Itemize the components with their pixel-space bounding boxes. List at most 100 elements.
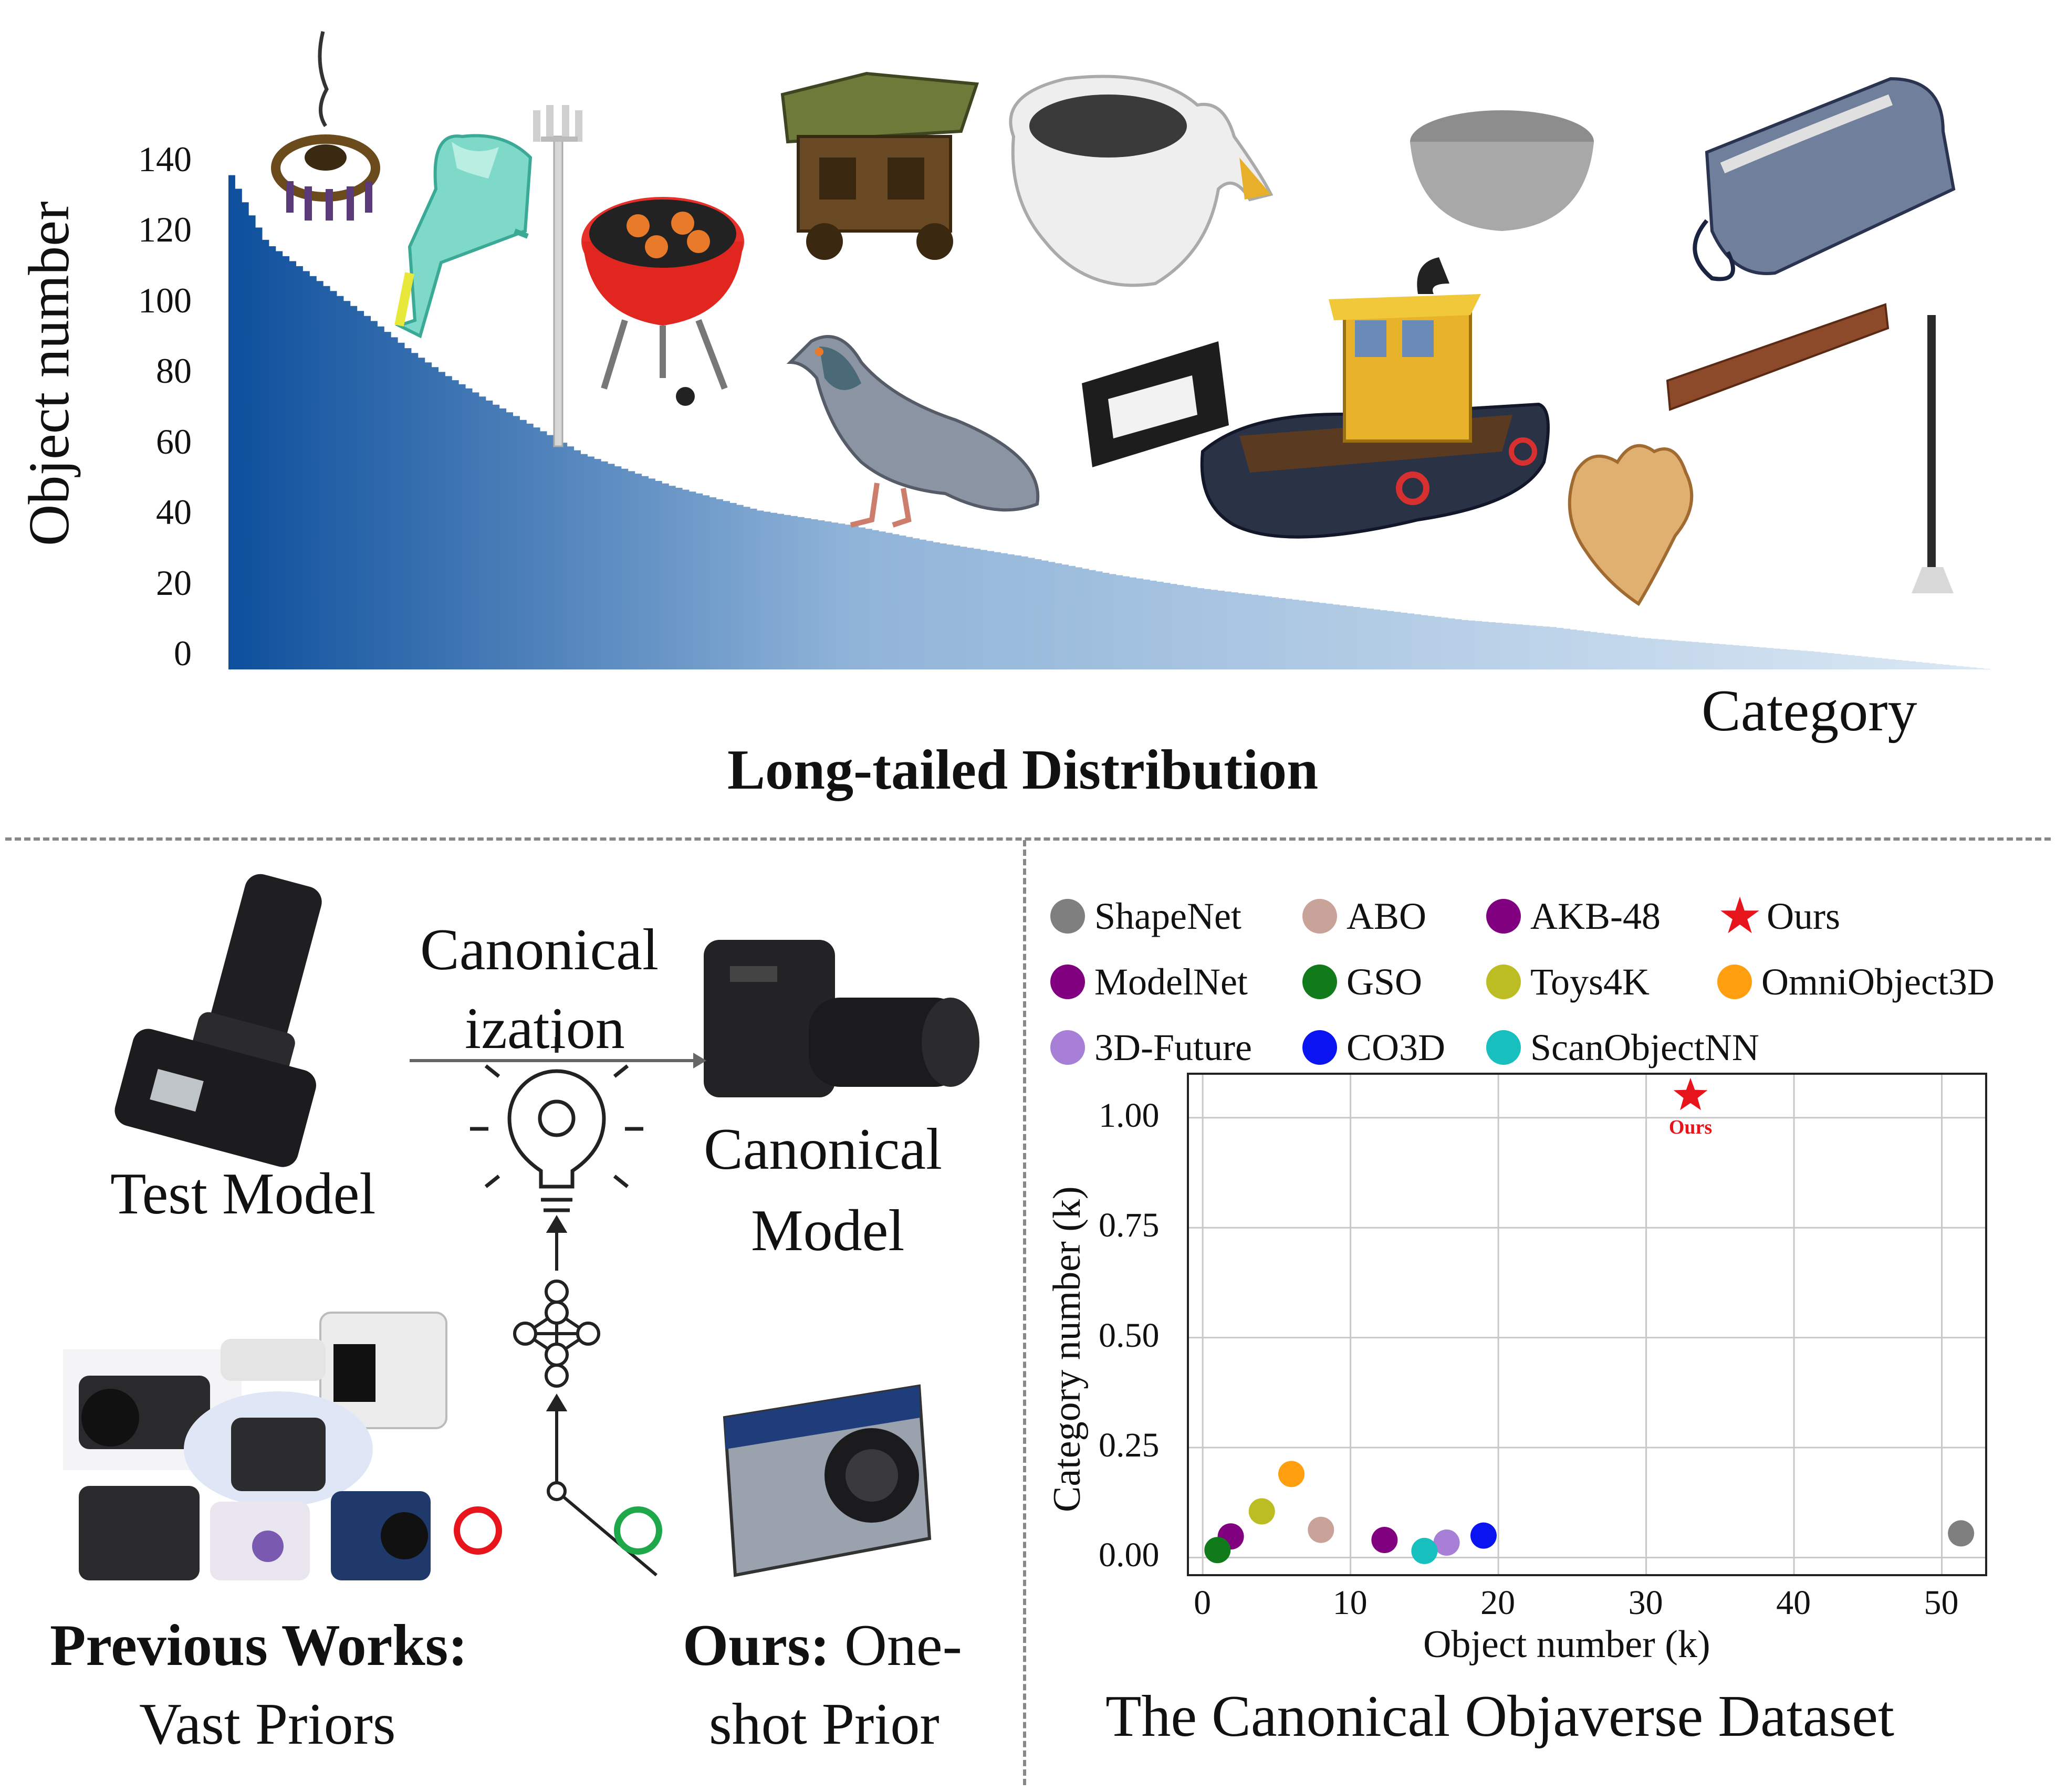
one-shot-camera-icon [723, 1384, 932, 1577]
chart-title: Long-tailed Distribution [727, 739, 1319, 801]
legend-marker [1302, 965, 1337, 999]
ginger-icon [1568, 444, 1694, 606]
x-tick-label: 40 [1776, 1584, 1811, 1622]
scatter-point [1470, 1522, 1497, 1549]
scatter-point-label: Ours [1669, 1116, 1712, 1138]
legend-item: CO3D [1302, 1024, 1445, 1071]
stone-bowl-icon [1410, 110, 1594, 231]
horizontal-divider [5, 837, 2051, 841]
y-tick-label: 120 [138, 209, 192, 250]
y-tick-label: 80 [156, 351, 192, 391]
scatter-plot-frame [1187, 1073, 1987, 1576]
x-tick-label: 30 [1628, 1584, 1663, 1622]
legend-marker [1486, 899, 1521, 934]
legend-marker [1486, 965, 1521, 999]
legend-item: 3D-Future [1050, 1024, 1252, 1071]
scatter-point [1278, 1461, 1305, 1487]
legend-label: 3D-Future [1094, 1026, 1252, 1068]
legend-item: ModelNet [1050, 958, 1248, 1005]
scatter-point [1308, 1516, 1334, 1543]
legend-marker [1302, 1030, 1337, 1065]
y-tick-label: 40 [156, 492, 192, 532]
scatter-point [1204, 1537, 1231, 1564]
ours-subtitle-2: shot Prior [709, 1692, 940, 1757]
y-tick-label: 0.25 [1099, 1426, 1160, 1465]
test-model-camera-icon [114, 874, 322, 1167]
tugboat-icon [1200, 257, 1550, 539]
legend-label: CO3D [1347, 1026, 1446, 1068]
legend-label: ModelNet [1094, 960, 1248, 1003]
ours-subtitle-1: One- [830, 1613, 962, 1678]
chandelier-icon [271, 31, 380, 221]
y-tick-label: 20 [156, 562, 192, 603]
canonical-model-camera-icon [704, 940, 979, 1097]
legend-item: GSO [1302, 958, 1422, 1005]
scatter-point-ours [1673, 1077, 1708, 1110]
scatter-point [1948, 1520, 1975, 1547]
legend-item: ★Ours [1717, 888, 1841, 944]
y-tick-label: 0.75 [1099, 1206, 1160, 1245]
legend-label: ShapeNet [1094, 895, 1241, 937]
previous-works-subtitle: Vast Priors [139, 1692, 396, 1757]
legend-label: Ours [1767, 895, 1841, 937]
long-tailed-chart [228, 31, 1990, 670]
pigeon-icon [786, 335, 1040, 528]
wooden-beam-icon [1666, 303, 1890, 411]
legend-item: OmniObject3D [1717, 958, 1995, 1005]
hoodie-icon [394, 134, 533, 339]
star-icon: ★ [1717, 888, 1763, 944]
green-circle-icon [614, 1506, 662, 1555]
red-circle-icon [454, 1506, 502, 1555]
grill-icon [581, 197, 744, 406]
canonicalization-label-1: Canonical [420, 917, 659, 982]
y-tick-label: 0.00 [1099, 1536, 1160, 1575]
antenna-tower-icon [533, 105, 582, 447]
pencil-case-icon [1693, 77, 1956, 281]
vhs-tape-icon [1082, 341, 1229, 467]
test-model-label: Test Model [110, 1161, 376, 1227]
canonical-model-label-1: Canonical [704, 1117, 943, 1182]
x-tick-label: 20 [1480, 1584, 1516, 1622]
legend-item: AKB-48 [1486, 893, 1661, 940]
distribution-bars [228, 175, 1990, 670]
legend-label: AKB-48 [1530, 895, 1661, 937]
legend-marker [1302, 899, 1337, 934]
scatter-y-label: Category number (k) [1046, 1186, 1089, 1512]
y-tick-label: 1.00 [1099, 1096, 1160, 1135]
canonical-model-label-2: Model [751, 1198, 905, 1263]
legend-marker [1050, 899, 1085, 934]
y-tick-label: 140 [138, 139, 192, 179]
clarinet-icon [1912, 315, 1954, 593]
legend-marker [1050, 965, 1085, 999]
scatter-point [1248, 1498, 1275, 1525]
y-tick-label: 60 [156, 421, 192, 462]
x-tick-label: 50 [1924, 1584, 1959, 1622]
legend-label: ScanObjectNN [1530, 1026, 1759, 1068]
prior-cameras-icon [63, 1312, 447, 1580]
legend-marker [1486, 1030, 1521, 1065]
cart-house-icon [780, 71, 979, 260]
legend-label: GSO [1347, 960, 1423, 1003]
legend-item: Toys4K [1486, 958, 1650, 1005]
legend-item: ShapeNet [1050, 893, 1241, 940]
x-axis-label: Category [1702, 678, 1917, 743]
y-tick-label: 0.50 [1099, 1316, 1160, 1355]
scatter-point [1433, 1529, 1460, 1556]
dataset-title: The Canonical Objaverse Dataset [1105, 1684, 1895, 1749]
legend-item: ABO [1302, 893, 1426, 940]
x-tick-label: 0 [1194, 1584, 1212, 1622]
y-tick-label: 0 [174, 633, 192, 673]
neural-network-icon [513, 1215, 657, 1577]
previous-works-heading: Previous Works: [50, 1613, 468, 1678]
legend-item: ScanObjectNN [1486, 1024, 1759, 1071]
scatter-point [1371, 1526, 1398, 1553]
vertical-divider [1023, 840, 1026, 1785]
lightbulb-icon [470, 1037, 643, 1212]
x-tick-label: 10 [1332, 1584, 1368, 1622]
scatter-point [1411, 1537, 1438, 1564]
ours-heading: Ours: [683, 1613, 830, 1678]
legend-label: OmniObject3D [1761, 960, 1995, 1003]
canonicalization-label-2: ization [465, 996, 625, 1061]
